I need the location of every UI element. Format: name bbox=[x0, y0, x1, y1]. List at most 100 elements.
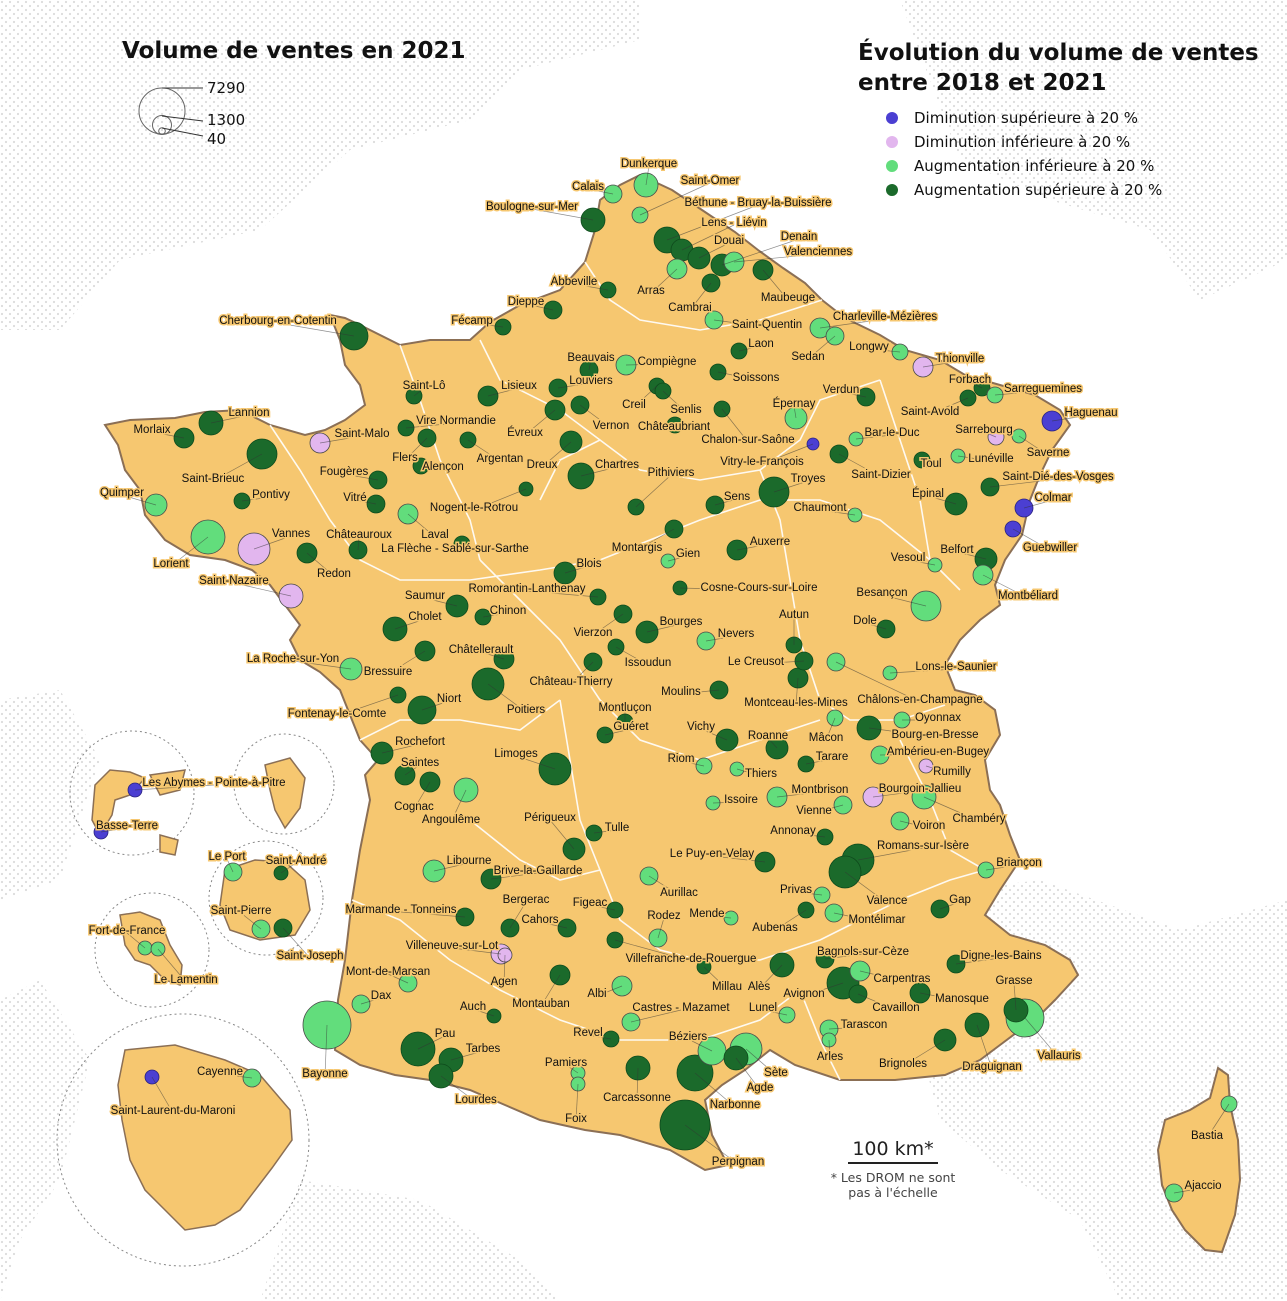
leader-line bbox=[735, 1057, 761, 1091]
city-label-montargis: Montargis bbox=[612, 542, 663, 554]
city-label-boulogne-sur-mer: Boulogne-sur-Mer bbox=[486, 201, 578, 213]
city-label-tulle: Tulle bbox=[605, 822, 630, 834]
leader-line bbox=[919, 992, 963, 1002]
leader-line bbox=[745, 1048, 777, 1076]
city-label-romans-sur-isere: Romans-sur-Isère bbox=[877, 840, 969, 852]
city-label-auxerre: Auxerre bbox=[750, 536, 790, 548]
leader-line bbox=[405, 422, 457, 429]
size-legend-large: 7290 bbox=[207, 79, 246, 97]
city-label-pau: Pau bbox=[435, 1028, 455, 1040]
scale-bar: 100 km* * Les DROM ne sont pas à l'échel… bbox=[818, 1138, 968, 1200]
leader-line bbox=[1051, 414, 1092, 422]
leader-line bbox=[825, 717, 836, 741]
city-label-lorient: Lorient bbox=[153, 558, 189, 570]
city-label-epernay: Épernay bbox=[773, 397, 816, 410]
city-label-cavaillon: Cavaillon bbox=[872, 1002, 919, 1014]
legend-swatch bbox=[886, 136, 898, 148]
city-label-saint-laurent-du-maroni: Saint-Laurent-du-Maroni bbox=[111, 1105, 236, 1117]
city-label-narbonne: Narbonne bbox=[710, 1099, 761, 1111]
city-label-issoire: Issoire bbox=[724, 794, 758, 806]
city-label-compiegne: Compiègne bbox=[638, 356, 697, 368]
leader-line bbox=[472, 1008, 495, 1017]
scale-line bbox=[848, 1162, 938, 1164]
city-label-chalon-sur-saone: Chalon-sur-Saône bbox=[701, 434, 794, 446]
city-label-arles: Arles bbox=[817, 1051, 843, 1063]
leader-line bbox=[982, 574, 1029, 599]
leader-line bbox=[899, 820, 930, 829]
leader-line bbox=[774, 909, 807, 931]
city-label-fecamp: Fécamp bbox=[451, 315, 493, 327]
legend-label: Augmentation inférieure à 20 % bbox=[914, 157, 1155, 175]
leader-line bbox=[792, 832, 826, 838]
leader-line bbox=[413, 781, 431, 810]
city-label-revel: Revel bbox=[573, 1027, 602, 1039]
leader-line bbox=[282, 927, 311, 959]
leader-line bbox=[253, 535, 292, 550]
city-label-castres-mazamet: Castres - Mazamet bbox=[632, 1002, 730, 1014]
city-label-vesoul: Vesoul bbox=[891, 552, 926, 564]
city-label-ales: Alès bbox=[748, 981, 771, 993]
leader-line bbox=[667, 555, 689, 562]
city-label-saint-brieuc: Saint-Brieuc bbox=[182, 473, 245, 485]
leader-line bbox=[570, 661, 594, 685]
leader-line bbox=[776, 791, 821, 798]
city-label-chateauroux: Châteauroux bbox=[326, 529, 392, 541]
leader-line bbox=[636, 528, 675, 551]
size-legend-small: 40 bbox=[207, 130, 227, 148]
leader-line bbox=[588, 359, 592, 371]
city-label-montauban: Montauban bbox=[512, 998, 570, 1010]
leader-line bbox=[957, 455, 992, 462]
leader-line bbox=[761, 443, 814, 465]
city-label-verdun: Verdun bbox=[823, 384, 859, 396]
city-label-abbeville: Abbeville bbox=[551, 276, 598, 288]
leader-line bbox=[976, 1024, 993, 1070]
leader-line bbox=[539, 921, 568, 929]
leader-line bbox=[400, 911, 466, 918]
leader-line bbox=[233, 582, 292, 597]
city-label-villefranche-de-rouergue: Villefranche-de-Rouergue bbox=[626, 953, 757, 965]
leader-line bbox=[872, 790, 921, 798]
leader-line bbox=[509, 901, 527, 929]
leader-line bbox=[711, 855, 766, 863]
city-label-annonay: Annonay bbox=[770, 825, 816, 837]
city-label-cosne-cours-sur-loire: Cosne-Cours-sur-Loire bbox=[701, 582, 818, 594]
corsica bbox=[1156, 1066, 1242, 1254]
leader-line bbox=[694, 1072, 736, 1108]
leader-line bbox=[902, 1039, 946, 1067]
leader-line bbox=[838, 453, 882, 478]
city-label-montceau-les-mines: Montceau-les-Mines bbox=[744, 697, 848, 709]
leader-line bbox=[795, 677, 799, 706]
city-label-cherbourg-en-cotentin: Cherbourg-en-Cotentin bbox=[219, 315, 337, 327]
leader-line bbox=[433, 862, 470, 872]
scale-distance: 100 km* bbox=[852, 1138, 934, 1160]
leader-line bbox=[680, 760, 705, 767]
color-legend-title: Évolution du volume de ventes entre 2018… bbox=[858, 38, 1259, 98]
city-label-bagnols-sur-ceze: Bagnols-sur-Cèze bbox=[817, 946, 909, 958]
leader-line bbox=[738, 345, 762, 352]
city-label-beauvais: Beauvais bbox=[567, 352, 615, 364]
leader-line bbox=[592, 613, 624, 636]
city-label-les-abymes-pointe-a-pitre: Les Abymes - Pointe-à-Pitre bbox=[142, 777, 285, 789]
leader-line bbox=[219, 1073, 253, 1079]
leader-line bbox=[151, 431, 185, 439]
city-label-tarare: Tarare bbox=[816, 751, 849, 763]
city-label-aurillac: Aurillac bbox=[660, 887, 698, 899]
leader-line bbox=[646, 623, 682, 633]
leader-line bbox=[487, 683, 527, 713]
city-label-niort: Niort bbox=[437, 693, 462, 705]
city-label-montelimar: Montélimar bbox=[849, 914, 906, 926]
leader-line bbox=[580, 466, 618, 477]
leader-line bbox=[681, 224, 735, 251]
city-label-evreux: Évreux bbox=[507, 426, 543, 439]
leader-line bbox=[604, 728, 632, 736]
city-label-saint-lo: Saint-Lô bbox=[403, 380, 446, 392]
leader-line bbox=[1024, 1017, 1060, 1059]
leader-line bbox=[922, 360, 961, 368]
leader-line bbox=[471, 322, 504, 328]
city-label-saint-die-des-vosges: Saint-Dié-des-Vosges bbox=[1002, 471, 1113, 483]
scale-note-line1: * Les DROM ne sont bbox=[830, 1169, 956, 1185]
leader-line bbox=[969, 381, 983, 389]
city-label-luneville: Lunéville bbox=[968, 453, 1013, 465]
city-label-saint-joseph: Saint-Joseph bbox=[276, 950, 343, 962]
leader-line bbox=[417, 1035, 446, 1050]
